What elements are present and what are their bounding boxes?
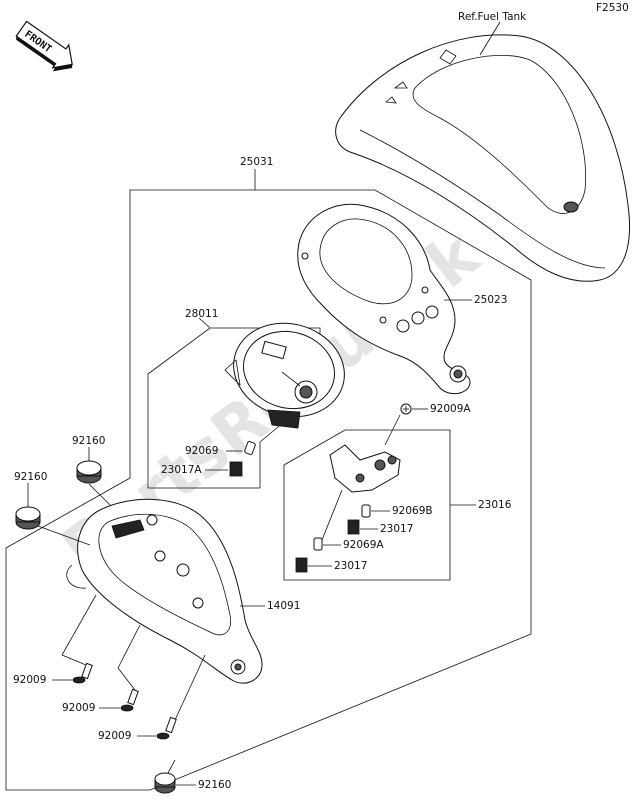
- callout-92069: 92069: [185, 445, 218, 457]
- callout-14091: 14091: [267, 600, 300, 612]
- meter-cover-25023: [297, 203, 471, 395]
- callout-92160-b: 92160: [72, 435, 105, 447]
- socket-23017A: [229, 461, 243, 477]
- meter-case-14091: [66, 498, 263, 684]
- callout-92009-b: 92009: [62, 702, 95, 714]
- grommet-92160-a: [15, 506, 41, 530]
- callout-28011: 28011: [185, 308, 218, 320]
- callout-23017A: 23017A: [161, 464, 202, 476]
- callout-92069A: 92069A: [343, 539, 384, 551]
- grommet-92160-c: [154, 772, 176, 794]
- screw-92009-b: [120, 688, 139, 712]
- screw-92009-c: [156, 716, 177, 740]
- callout-92069B: 92069B: [392, 505, 433, 517]
- callout-23017-a: 23017: [380, 523, 413, 535]
- bulb-92069A: [313, 537, 323, 551]
- callout-25031: 25031: [240, 156, 273, 168]
- callout-92009-c: 92009: [98, 730, 131, 742]
- socket-23017-a: [347, 519, 360, 535]
- callout-92009-a: 92009: [13, 674, 46, 686]
- callout-25023: 25023: [474, 294, 507, 306]
- grommet-92160-b: [76, 460, 102, 484]
- callout-23016: 23016: [478, 499, 512, 511]
- assembly-25031-outline: [5, 189, 532, 791]
- front-arrow-icon: FRONT: [15, 20, 73, 72]
- callout-92009A: 92009A: [430, 403, 471, 415]
- screw-92009-a: [72, 662, 93, 684]
- figure-code: F2530: [596, 2, 629, 14]
- speedometer-unit: [224, 322, 345, 429]
- fuel-tank-reference: [335, 21, 631, 282]
- callout-23017-b: 23017: [334, 560, 367, 572]
- socket-23017-b: [295, 557, 308, 573]
- bulb-92069: [244, 441, 256, 455]
- indicator-bracket: [321, 414, 401, 541]
- callout-92160-a: 92160: [14, 471, 47, 483]
- screw-92009A: [400, 403, 412, 415]
- callout-92160-c: 92160: [198, 779, 231, 791]
- bulb-92069B: [361, 504, 371, 518]
- ref-fuel-tank-label: Ref.Fuel Tank: [458, 11, 527, 23]
